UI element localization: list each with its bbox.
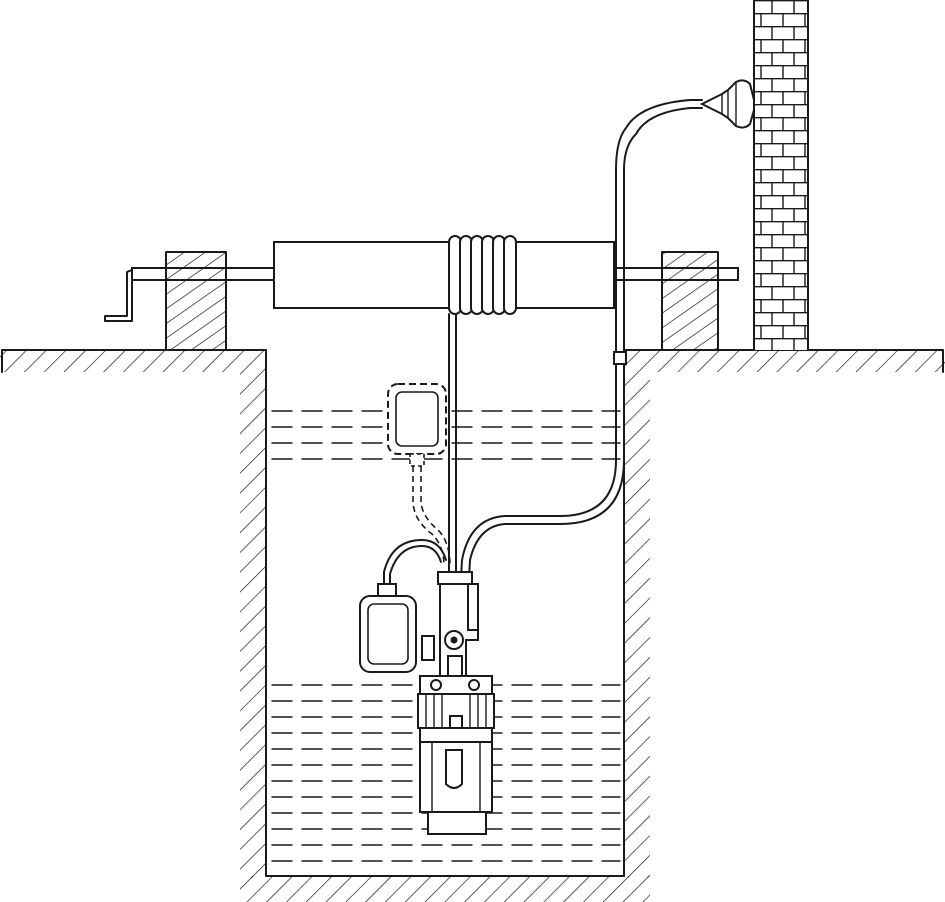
submersible-pump bbox=[417, 571, 495, 835]
float-switch-lower-position bbox=[359, 539, 447, 673]
rope-coil bbox=[448, 235, 517, 315]
suspension-rope bbox=[448, 313, 457, 579]
hand-crank bbox=[104, 269, 133, 322]
ground-surface bbox=[0, 349, 945, 373]
electric-cable bbox=[460, 99, 703, 579]
right-support-post bbox=[661, 251, 719, 351]
winch-drum bbox=[273, 241, 615, 309]
brick-wall bbox=[753, 0, 809, 351]
wall-insulator bbox=[699, 79, 755, 129]
left-support-post bbox=[165, 251, 227, 351]
well-shaft bbox=[240, 349, 650, 902]
water-surface-lower bbox=[271, 684, 621, 862]
water-surface-upper bbox=[271, 410, 621, 460]
float-switch-upper-position bbox=[387, 383, 451, 567]
